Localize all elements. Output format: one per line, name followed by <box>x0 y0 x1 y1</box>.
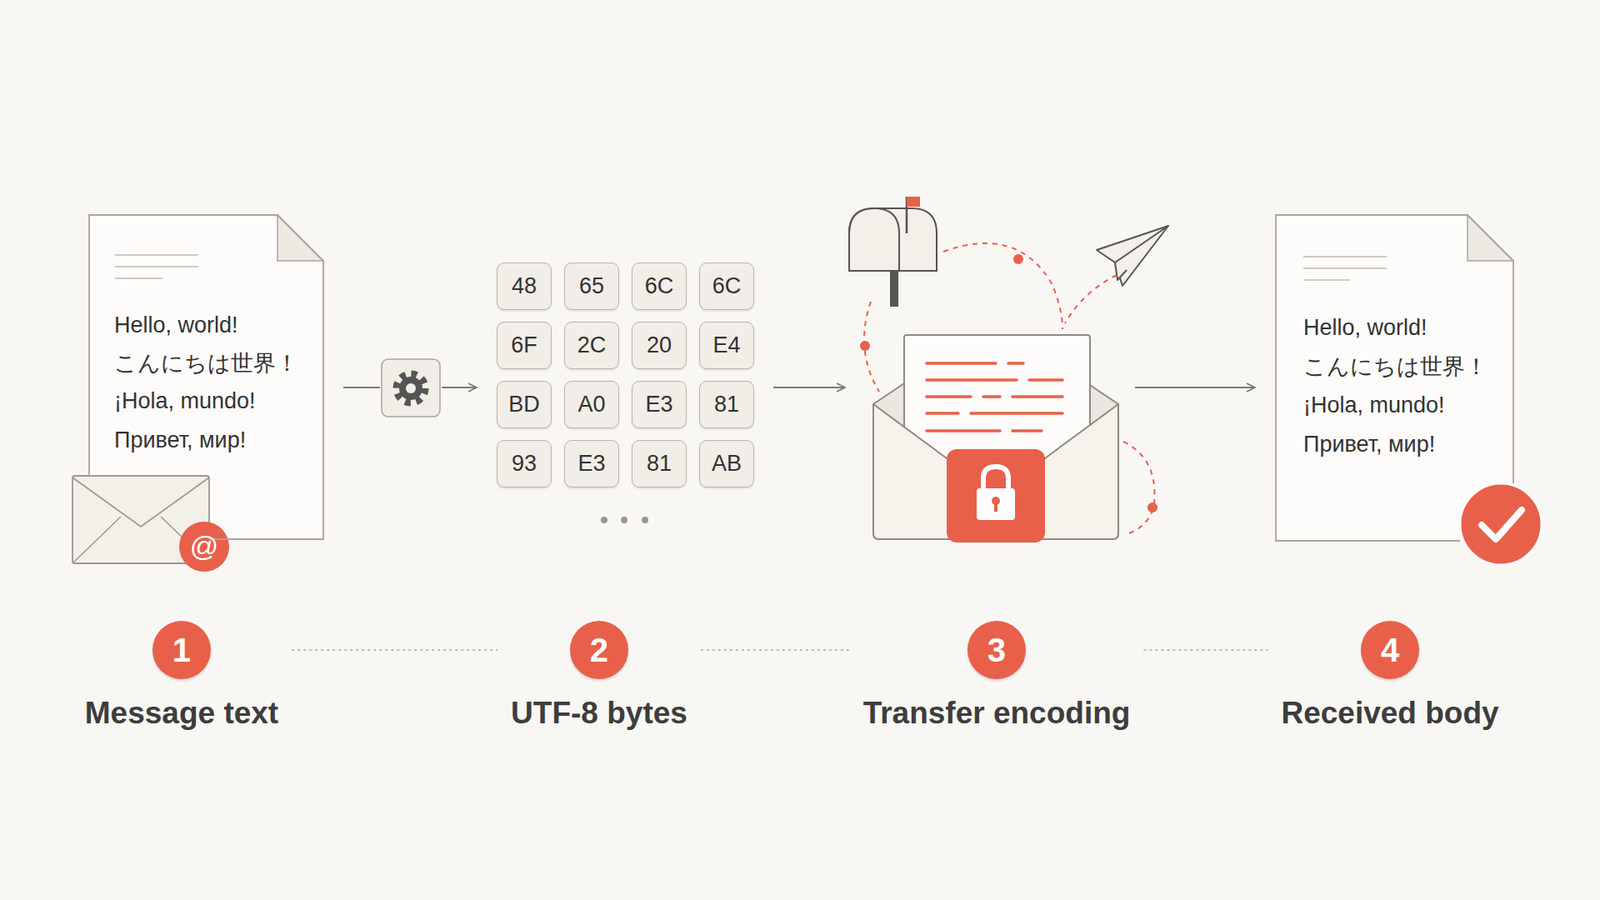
flow-arrow <box>1135 386 1255 389</box>
step-label: Transfer encoding <box>863 695 1131 731</box>
byte-value: 20 <box>646 332 672 359</box>
byte-value: 2C <box>577 332 607 359</box>
byte-value: 81 <box>646 450 672 477</box>
step-label: UTF-8 bytes <box>510 695 688 731</box>
byte-value: 65 <box>579 273 605 300</box>
step-circle: 1 <box>152 620 211 680</box>
byte-cell: 6C <box>699 262 755 310</box>
flow-arrow <box>773 386 845 389</box>
byte-value: 6F <box>510 332 538 359</box>
paper-stripes <box>115 255 199 279</box>
byte-cell: 6C <box>631 262 687 310</box>
step-circle: 4 <box>1360 620 1420 680</box>
byte-cell: 65 <box>564 262 620 310</box>
gear-box <box>381 359 440 417</box>
byte-value: E3 <box>645 391 673 418</box>
page-outline <box>89 215 324 540</box>
callout-number: 3 <box>987 631 1006 670</box>
byte-cell: 2C <box>564 321 620 370</box>
message-line: Hello, world! <box>114 311 239 339</box>
byte-value: 93 <box>511 450 537 477</box>
message-line: こんにちは世界！ <box>1303 353 1488 380</box>
dotted-connector <box>700 650 850 651</box>
byte-cell: 48 <box>496 262 552 310</box>
byte-value: 6C <box>645 273 675 300</box>
callout-number: 2 <box>590 631 609 670</box>
step-label: Received body <box>1280 695 1499 731</box>
byte-value: E4 <box>712 332 740 359</box>
byte-cell: A0 <box>564 380 620 429</box>
step-circle: 3 <box>967 620 1026 680</box>
byte-cell: 93 <box>496 440 552 488</box>
byte-value: AB <box>711 450 742 477</box>
paper-plane <box>1096 225 1169 286</box>
step-marker: 3Transfer encoding <box>863 620 1131 731</box>
document-page: Hello, world! こんにちは世界！ ¡Hola, mundo! Привет… <box>89 215 324 540</box>
message-line: ¡Hola, mundo! <box>1303 391 1445 419</box>
callout-number: 4 <box>1380 631 1400 670</box>
byte-value: 48 <box>511 273 537 300</box>
byte-value: 6C <box>712 273 742 300</box>
message-line: こんにちは世界！ <box>114 350 299 377</box>
byte-cell: 81 <box>631 440 687 488</box>
byte-cell: 6F <box>496 321 552 370</box>
dotted-connector <box>1143 650 1268 651</box>
step-marker: 1Message text <box>85 620 279 731</box>
step-marker: 4Received body <box>1280 620 1499 731</box>
email-envelope <box>72 475 230 572</box>
byte-cell: 20 <box>631 321 687 370</box>
step-circle: 2 <box>570 620 629 680</box>
mailbox <box>849 196 937 307</box>
message-line: Hello, world! <box>1303 314 1428 341</box>
flow-arrow <box>343 386 380 389</box>
byte-cell: AB <box>699 440 755 488</box>
byte-cell: 81 <box>699 380 755 429</box>
byte-cell: BD <box>496 380 552 429</box>
byte-cell: E4 <box>699 321 755 370</box>
document-page: Hello, world! こんにちは世界！ ¡Hola, mundo! Привет… <box>1275 215 1514 541</box>
byte-value: A0 <box>577 391 605 418</box>
step-label: Message text <box>85 695 279 731</box>
byte-value: E3 <box>577 450 605 477</box>
at-symbol: @ <box>190 531 220 560</box>
ellipsis-dots <box>600 516 649 524</box>
message-line: Привет, мир! <box>114 426 246 454</box>
byte-cell: E3 <box>631 380 687 429</box>
paper-stripes <box>1303 256 1387 280</box>
callout-number: 1 <box>172 631 191 670</box>
dotted-connector <box>291 650 498 651</box>
flow-arrow <box>441 386 477 389</box>
byte-cell: E3 <box>564 440 620 488</box>
check-badge <box>1460 483 1542 565</box>
secure-envelope <box>873 335 1119 543</box>
message-line: Привет, мир! <box>1303 430 1435 458</box>
byte-value: BD <box>508 391 540 418</box>
byte-value: 81 <box>714 391 740 418</box>
step-marker: 2UTF-8 bytes <box>510 620 688 731</box>
message-line: ¡Hola, mundo! <box>114 387 256 415</box>
